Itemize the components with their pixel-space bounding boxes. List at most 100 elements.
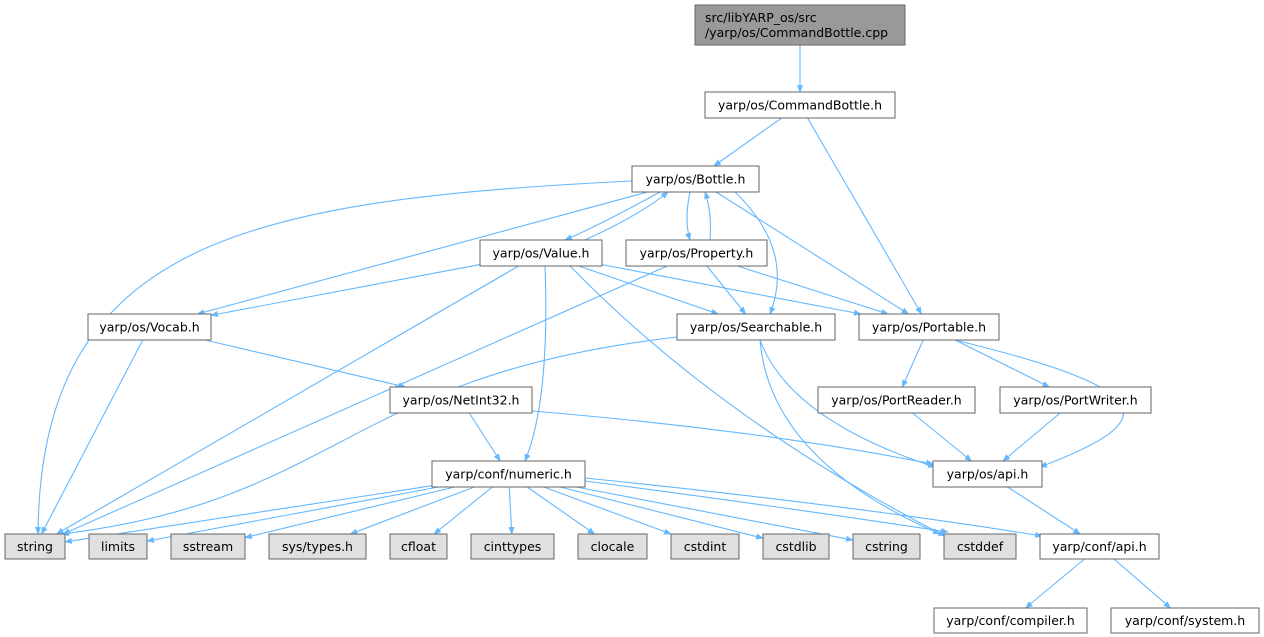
node-box bbox=[431, 460, 586, 488]
node-cstddef: cstddef bbox=[943, 533, 1017, 560]
node-label: cinttypes bbox=[484, 539, 542, 554]
node-clocale: clocale bbox=[577, 533, 648, 560]
node-bottle-h[interactable]: yarp/os/Bottle.h bbox=[631, 165, 760, 193]
edge-bottle_h-to-property_h bbox=[685, 191, 691, 241]
node-label: yarp/os/Value.h bbox=[493, 246, 590, 261]
node-box bbox=[943, 533, 1017, 560]
edge-value_h-to-vocab_h bbox=[210, 263, 481, 318]
edge-layer bbox=[34, 45, 1172, 609]
edge-numeric_h-to-cstring bbox=[576, 486, 854, 542]
node-label: yarp/os/Property.h bbox=[640, 246, 754, 261]
node-box bbox=[858, 313, 1000, 341]
edge-numeric_h-to-conf_api_h bbox=[584, 477, 1043, 538]
edge-portwriter_h-to-os_api_h bbox=[1002, 412, 1061, 462]
edge-numeric_h-to-cfloat bbox=[433, 486, 493, 535]
edge-value_h-to-portable_h bbox=[601, 264, 862, 316]
edge-numeric_h-to-sstream bbox=[244, 486, 455, 539]
node-cstdlib: cstdlib bbox=[762, 533, 830, 560]
node-label: cstring bbox=[865, 539, 908, 554]
edge-vocab_h-to-string bbox=[41, 339, 144, 535]
edge-bottle_h-to-vocab_h bbox=[196, 191, 648, 316]
node-box bbox=[694, 4, 906, 46]
node-sstream: sstream bbox=[170, 533, 246, 560]
node-box bbox=[479, 239, 603, 267]
node-sys-types-h: sys/types.h bbox=[268, 533, 367, 560]
node-label: yarp/os/api.h bbox=[947, 467, 1029, 482]
edge-numeric_h-to-limits bbox=[146, 486, 439, 543]
edge-numeric_h-to-string bbox=[64, 485, 433, 544]
node-cstring: cstring bbox=[852, 533, 921, 560]
edge-numeric_h-to-sys_types_h bbox=[349, 486, 475, 535]
node-label: clocale bbox=[591, 539, 635, 554]
edge-property_h-to-string bbox=[62, 265, 668, 535]
edge-property_h-to-bottle_h bbox=[704, 191, 711, 241]
edge-value_h-to-numeric_h bbox=[524, 265, 547, 462]
edge-bottle_h-to-string bbox=[34, 180, 633, 535]
node-box bbox=[932, 460, 1043, 488]
node-searchable-h[interactable]: yarp/os/Searchable.h bbox=[676, 313, 836, 341]
node-commandbottle-h[interactable]: yarp/os/CommandBottle.h bbox=[704, 91, 896, 119]
node-box bbox=[676, 313, 836, 341]
node-portable-h[interactable]: yarp/os/Portable.h bbox=[858, 313, 1000, 341]
edge-portable_h-to-portreader_h bbox=[901, 339, 924, 388]
edge-portable_h-to-portwriter_h bbox=[954, 339, 1051, 388]
node-label: cfloat bbox=[401, 539, 436, 554]
node-box bbox=[470, 533, 555, 560]
edge-value_h-to-bottle_h bbox=[584, 191, 669, 241]
node-label: src/libYARP_os/src bbox=[705, 10, 817, 25]
node-label: yarp/os/NetInt32.h bbox=[403, 393, 520, 408]
edge-netint32_h-to-numeric_h bbox=[468, 412, 501, 462]
node-box bbox=[389, 533, 448, 560]
node-box bbox=[389, 386, 533, 414]
edge-conf_api_h-to-compiler_h bbox=[1024, 558, 1085, 609]
node-vocab-h[interactable]: yarp/os/Vocab.h bbox=[87, 313, 212, 341]
node-property-h[interactable]: yarp/os/Property.h bbox=[625, 239, 768, 267]
node-box bbox=[87, 313, 212, 341]
node-label: limits bbox=[101, 539, 135, 554]
node-label: yarp/conf/system.h bbox=[1125, 613, 1245, 628]
node-box bbox=[1039, 533, 1160, 560]
node-portreader-h[interactable]: yarp/os/PortReader.h bbox=[817, 386, 976, 414]
edge-property_h-to-portable_h bbox=[737, 265, 889, 315]
edge-property_h-to-searchable_h bbox=[706, 265, 747, 315]
node-label: sys/types.h bbox=[282, 539, 353, 554]
node-label: yarp/os/PortWriter.h bbox=[1013, 393, 1137, 408]
node-label: sstream bbox=[183, 539, 233, 554]
node-root[interactable]: src/libYARP_os/src/yarp/os/CommandBottle… bbox=[694, 4, 906, 46]
edge-netint32_h-to-os_api_h bbox=[531, 410, 934, 466]
node-string: string bbox=[4, 533, 66, 560]
node-label: yarp/os/Vocab.h bbox=[99, 320, 199, 335]
edge-os_api_h-to-conf_api_h bbox=[1007, 486, 1081, 535]
node-box bbox=[631, 165, 760, 193]
node-label: string bbox=[17, 539, 53, 554]
node-numeric-h[interactable]: yarp/conf/numeric.h bbox=[431, 460, 586, 488]
node-label: yarp/conf/api.h bbox=[1052, 539, 1146, 554]
node-system-h[interactable]: yarp/conf/system.h bbox=[1110, 607, 1260, 634]
node-layer: src/libYARP_os/src/yarp/os/CommandBottle… bbox=[4, 4, 1260, 634]
node-box bbox=[704, 91, 896, 119]
edge-numeric_h-to-cstdlib bbox=[559, 486, 764, 540]
node-label: cstdlib bbox=[775, 539, 816, 554]
node-value-h[interactable]: yarp/os/Value.h bbox=[479, 239, 603, 267]
edge-searchable_h-to-cstddef bbox=[759, 339, 941, 535]
edge-bottle_h-to-value_h bbox=[564, 191, 661, 241]
node-portwriter-h[interactable]: yarp/os/PortWriter.h bbox=[999, 386, 1152, 414]
node-label: yarp/os/PortReader.h bbox=[831, 393, 961, 408]
node-box bbox=[88, 533, 148, 560]
node-label: cstdint bbox=[684, 539, 727, 554]
node-box bbox=[268, 533, 367, 560]
node-compiler-h[interactable]: yarp/conf/compiler.h bbox=[933, 607, 1088, 634]
edge-portreader_h-to-os_api_h bbox=[912, 412, 973, 462]
node-box bbox=[577, 533, 648, 560]
node-netint32-h[interactable]: yarp/os/NetInt32.h bbox=[389, 386, 533, 414]
node-box bbox=[933, 607, 1088, 634]
edge-bottle_h-to-portable_h bbox=[715, 191, 910, 315]
node-label: yarp/os/CommandBottle.h bbox=[718, 98, 882, 113]
node-conf-api-h[interactable]: yarp/conf/api.h bbox=[1039, 533, 1160, 560]
node-label: yarp/os/Portable.h bbox=[872, 320, 986, 335]
edge-value_h-to-searchable_h bbox=[578, 265, 719, 315]
node-box bbox=[170, 533, 246, 560]
node-cfloat: cfloat bbox=[389, 533, 448, 560]
node-os-api-h[interactable]: yarp/os/api.h bbox=[932, 460, 1043, 488]
